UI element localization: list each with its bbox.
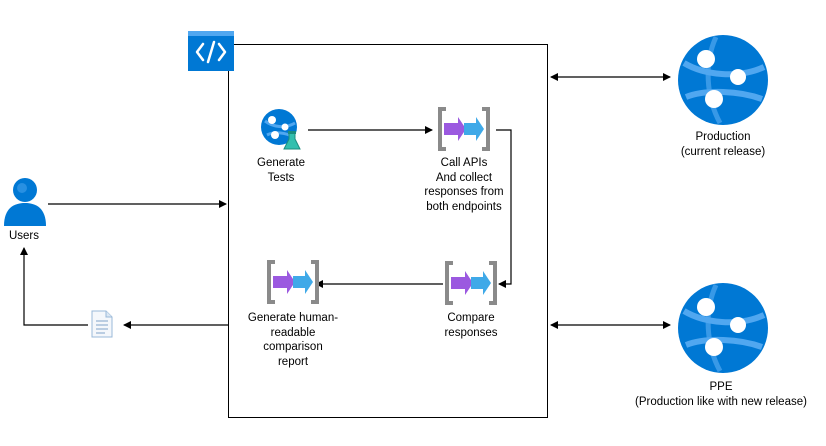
app-service-test-icon (261, 109, 301, 150)
globe-app-icon (678, 35, 768, 125)
document-icon (91, 310, 113, 338)
api-connection-icon (267, 260, 319, 304)
call-apis-label: Call APIs And collect responses from bot… (424, 157, 504, 213)
globe-app-icon (678, 283, 768, 373)
generate-report-label: Generate human- readable comparison repo… (247, 312, 339, 368)
code-container-icon (188, 31, 234, 71)
user-icon (4, 178, 46, 226)
api-connection-icon (445, 261, 497, 305)
compare-label: Compare responses (444, 312, 498, 339)
generate-tests-label: Generate Tests (257, 157, 305, 184)
callapis-to-compare-arrow (496, 129, 512, 288)
doc-to-users-arrow (20, 247, 88, 326)
ppe-label: PPE (Production like with new release) (635, 381, 807, 408)
production-label: Production (current release) (680, 131, 766, 158)
pipeline-container (228, 44, 548, 418)
users-label: Users (8, 230, 40, 242)
api-connection-icon (438, 107, 490, 151)
